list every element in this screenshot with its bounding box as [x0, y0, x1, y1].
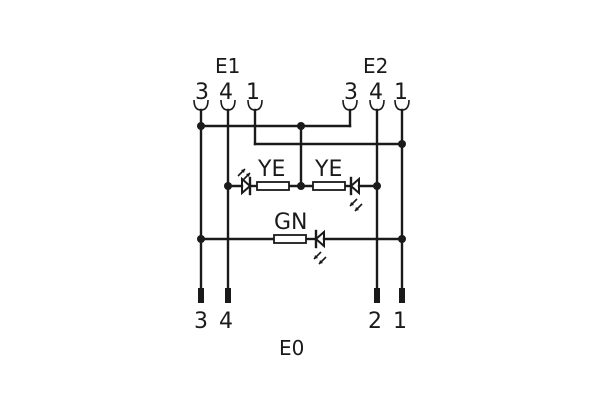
e1-pin-3: 3: [195, 80, 209, 105]
led-green-label: GN: [274, 210, 308, 235]
plug-terminals: [198, 288, 405, 303]
e0-pin-2: 2: [368, 309, 382, 334]
led-left-yellow-label: YE: [257, 157, 285, 182]
e1-pin-1: 1: [246, 80, 260, 105]
e2-pin-1: 1: [394, 80, 408, 105]
led-right-yellow: YE: [312, 157, 363, 212]
e0-pin-4: 4: [219, 309, 233, 334]
e1-pin-4: 4: [219, 80, 233, 105]
e2-pin-4: 4: [369, 80, 383, 105]
e0-title: E0: [279, 336, 304, 360]
led-left-yellow: YE: [237, 157, 290, 196]
e0-pin-1: 1: [393, 309, 407, 334]
led-green: GN: [273, 210, 327, 265]
e2-title: E2: [363, 54, 388, 78]
junction-dots: [197, 122, 406, 243]
led-right-yellow-label: YE: [314, 157, 342, 182]
e0-pin-3: 3: [194, 309, 208, 334]
e2-pin-3: 3: [344, 80, 358, 105]
horizontal-wires: [199, 124, 404, 241]
e1-title: E1: [215, 54, 240, 78]
